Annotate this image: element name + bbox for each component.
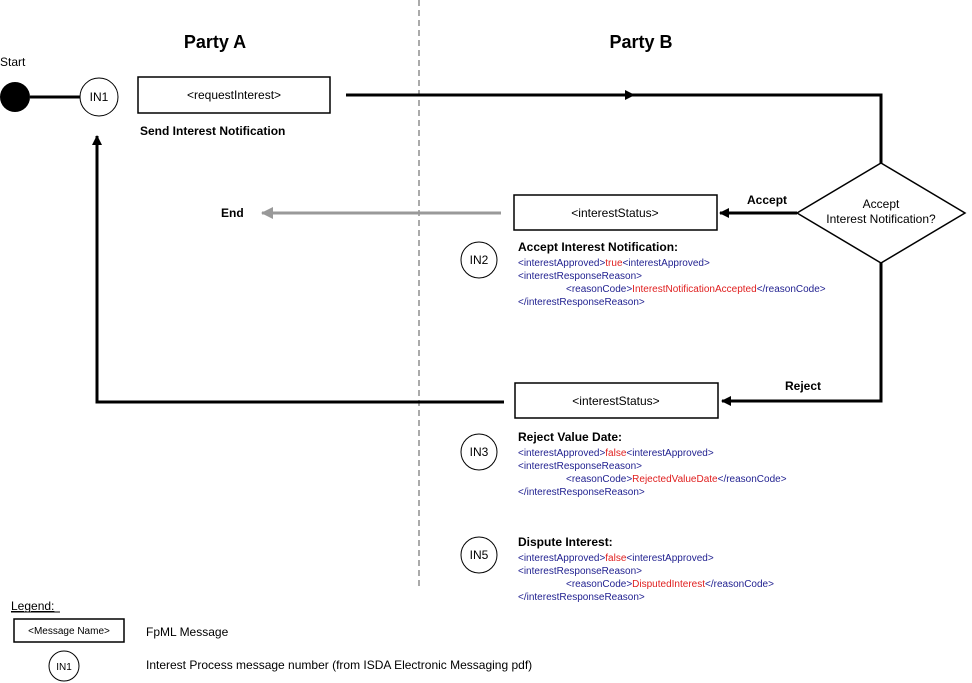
request-interest-label: <requestInterest> [187, 88, 281, 102]
accept-block-line2: <interestResponseReason> [518, 271, 642, 282]
legend-circle-sample-label: IN1 [56, 662, 72, 673]
dispute-block-title: Dispute Interest: [518, 535, 613, 549]
reject-block-line4: </interestResponseReason> [518, 487, 645, 498]
interest-status-reject-label: <interestStatus> [572, 394, 659, 408]
reject-block-line3: <reasonCode>RejectedValueDate</reasonCod… [566, 474, 787, 485]
accept-block-line1: <interestApproved>true<interestApproved> [518, 258, 710, 269]
decision-label-line2: Interest Notification? [826, 212, 936, 226]
accept-block-line3: <reasonCode>InterestNotificationAccepted… [566, 284, 826, 295]
legend-title: Legend: [11, 599, 54, 613]
reject-block-title: Reject Value Date: [518, 430, 622, 444]
request-interest-box [137, 76, 331, 114]
interest-status-reject-box [514, 382, 719, 419]
accept-block-line4: </interestResponseReason> [518, 297, 645, 308]
accept-block-title: Accept Interest Notification: [518, 240, 678, 254]
in1-node [79, 77, 119, 117]
in5-node [460, 536, 498, 574]
dispute-block-line3: <reasonCode>DisputedInterest</reasonCode… [566, 579, 774, 590]
decision-label-line1: Accept [863, 197, 900, 211]
legend-box-sample [13, 618, 125, 643]
loopback-flow-line [95, 146, 504, 404]
reject-block-line1: <interestApproved>false<interestApproved… [518, 448, 714, 459]
end-label: End [221, 206, 244, 220]
legend-circle-desc: Interest Process message number (from IS… [146, 658, 532, 672]
dispute-block-line2: <interestResponseReason> [518, 566, 642, 577]
reject-flow-line [721, 263, 883, 406]
dispute-block-line4: </interestResponseReason> [518, 592, 645, 603]
accept-edge-label: Accept [747, 193, 787, 207]
reject-edge-label: Reject [785, 379, 821, 393]
interest-status-accept-box [513, 194, 718, 231]
in3-label: IN3 [470, 445, 489, 459]
legend-box-desc: FpML Message [146, 625, 229, 639]
in2-label: IN2 [470, 253, 489, 267]
legend-box-sample-label: <Message Name> [28, 626, 110, 637]
interest-status-accept-label: <interestStatus> [571, 206, 658, 220]
legend-circle-sample [48, 650, 80, 682]
party-b-header: Party B [609, 32, 672, 52]
start-node [0, 82, 30, 112]
in5-label: IN5 [470, 548, 489, 562]
dispute-block-line1: <interestApproved>false<interestApproved… [518, 553, 714, 564]
send-interest-label: Send Interest Notification [140, 124, 285, 138]
in2-node [460, 241, 498, 279]
request-flow-line-to-decision [630, 93, 883, 163]
in1-label: IN1 [90, 90, 109, 104]
reject-block-line2: <interestResponseReason> [518, 461, 642, 472]
start-label: Start [0, 55, 26, 69]
in3-node [460, 433, 498, 471]
party-a-header: Party A [184, 32, 246, 52]
